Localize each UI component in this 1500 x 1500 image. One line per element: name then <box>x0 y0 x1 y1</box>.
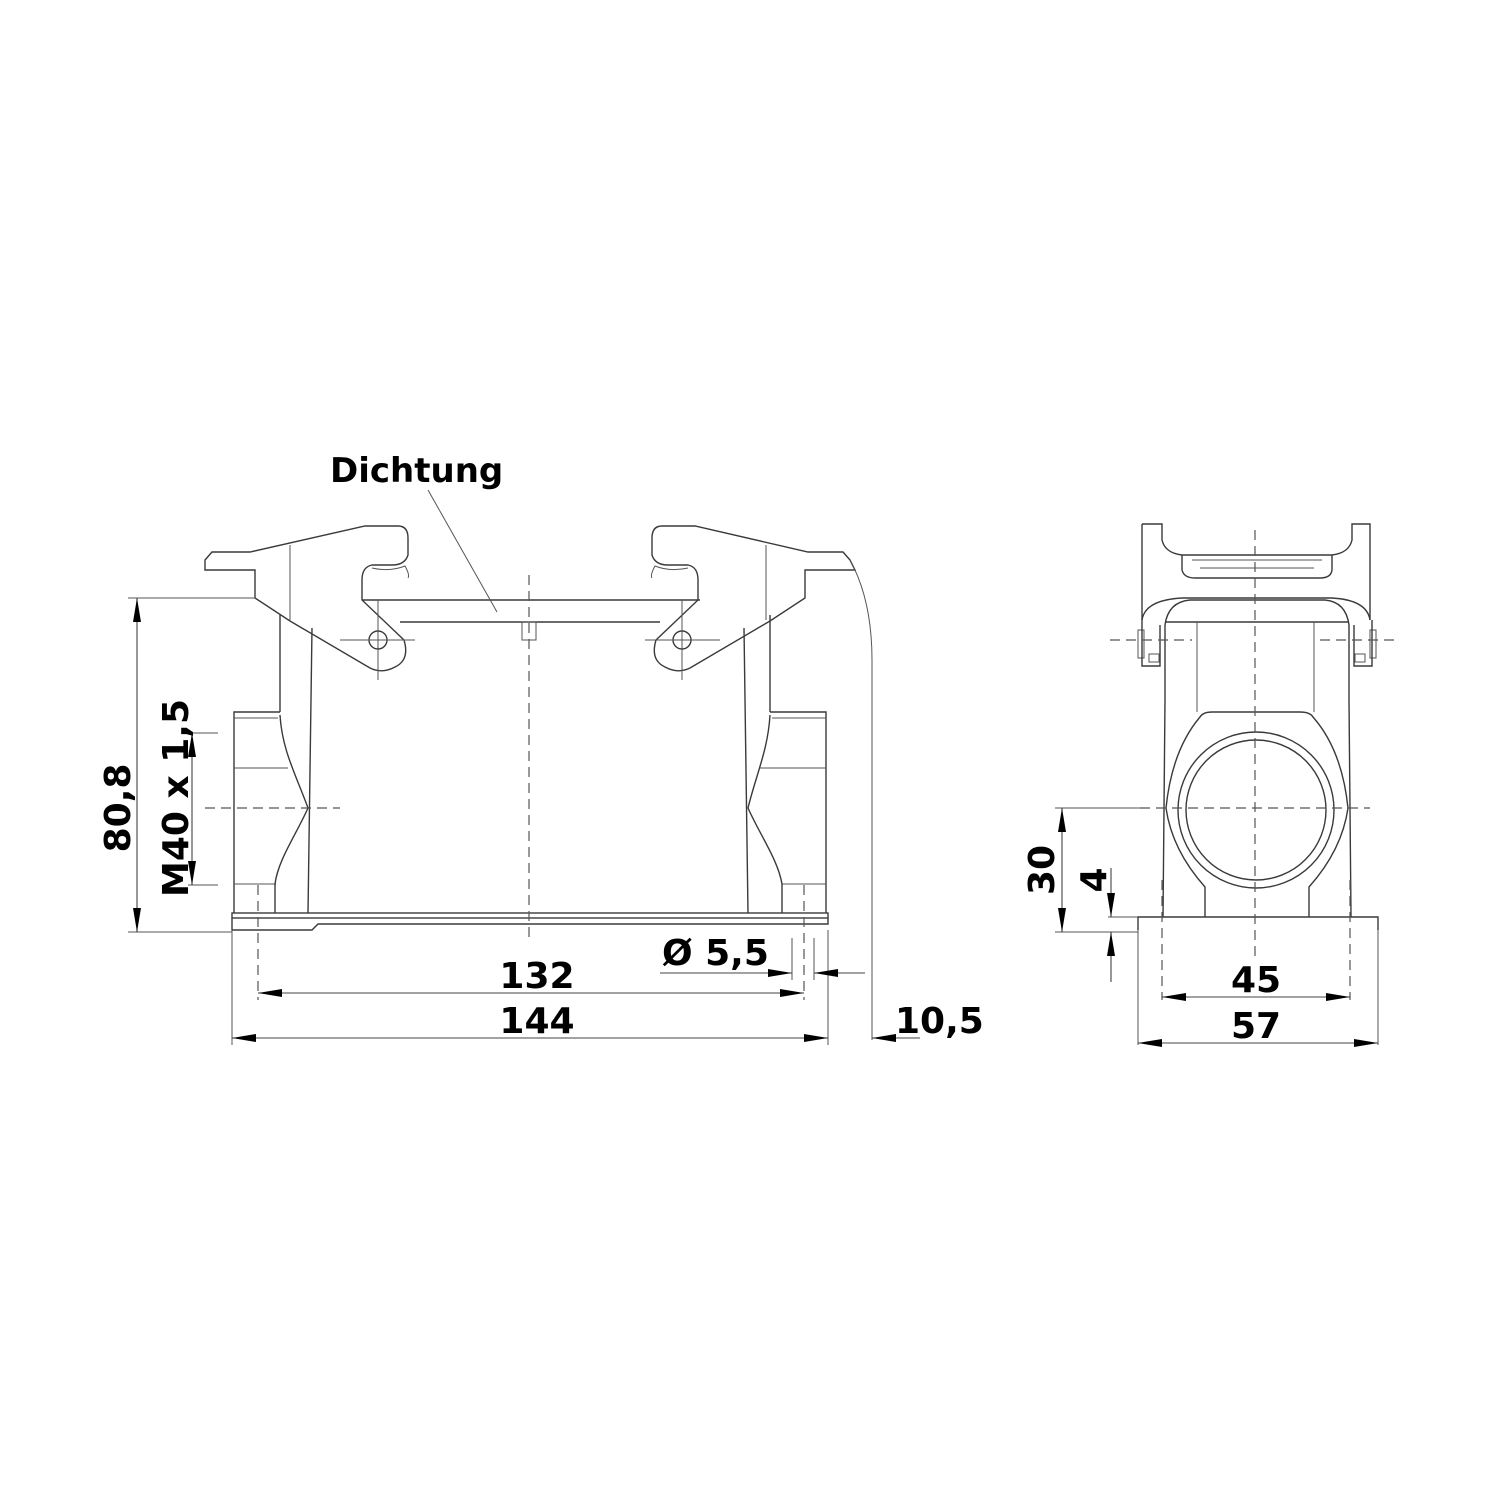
dim-hole-spacing: 132 <box>258 956 804 997</box>
gasket <box>362 599 700 641</box>
dim-height-label: 80,8 <box>98 764 139 853</box>
dim-thread: M40 x 1,5 <box>156 699 218 897</box>
side-cable-entry <box>1165 711 1349 917</box>
dim-hole-diameter-label: Ø 5,5 <box>662 933 769 974</box>
dim-overall-length-label: 144 <box>499 1001 574 1042</box>
base-plate <box>231 912 829 931</box>
dim-hole-spacing-label: 132 <box>499 956 574 997</box>
left-locking-lever <box>204 525 415 680</box>
lever-sweep-contour <box>849 559 873 1040</box>
dim-axis-height-label: 30 <box>1022 845 1063 895</box>
dim-overall-length: 144 <box>231 930 829 1045</box>
housing-body <box>279 615 771 914</box>
dim-lever-offset: 10,5 <box>872 1001 984 1042</box>
side-view: 30 4 45 57 <box>1022 523 1400 1047</box>
side-lever-top <box>1141 523 1371 700</box>
dim-overall-width: 57 <box>1138 1006 1378 1047</box>
right-cable-entry <box>747 711 827 913</box>
dim-height: 80,8 <box>98 597 255 933</box>
dim-thread-label: M40 x 1,5 <box>156 699 197 897</box>
gasket-label: Dichtung <box>330 451 503 491</box>
side-base-flange <box>1137 916 1379 1045</box>
dim-lever-offset-label: 10,5 <box>895 1001 984 1042</box>
left-cable-entry <box>233 711 309 913</box>
gasket-leader-line <box>427 489 498 613</box>
right-locking-lever <box>645 525 857 680</box>
front-view: Dichtung 80,8 M40 x 1,5 132 144 <box>98 451 984 1045</box>
dim-side-hole-spacing-label: 45 <box>1231 960 1281 1001</box>
dim-side-hole-spacing: 45 <box>1162 960 1350 1001</box>
dim-flange-thickness-label: 4 <box>1074 867 1115 892</box>
dim-overall-width-label: 57 <box>1231 1006 1281 1047</box>
dim-hole-diameter: Ø 5,5 <box>660 933 865 980</box>
dim-axis-height: 30 <box>1022 807 1150 933</box>
dim-flange-thickness: 4 <box>1074 867 1138 982</box>
side-pivot-tabs <box>1137 620 1377 667</box>
